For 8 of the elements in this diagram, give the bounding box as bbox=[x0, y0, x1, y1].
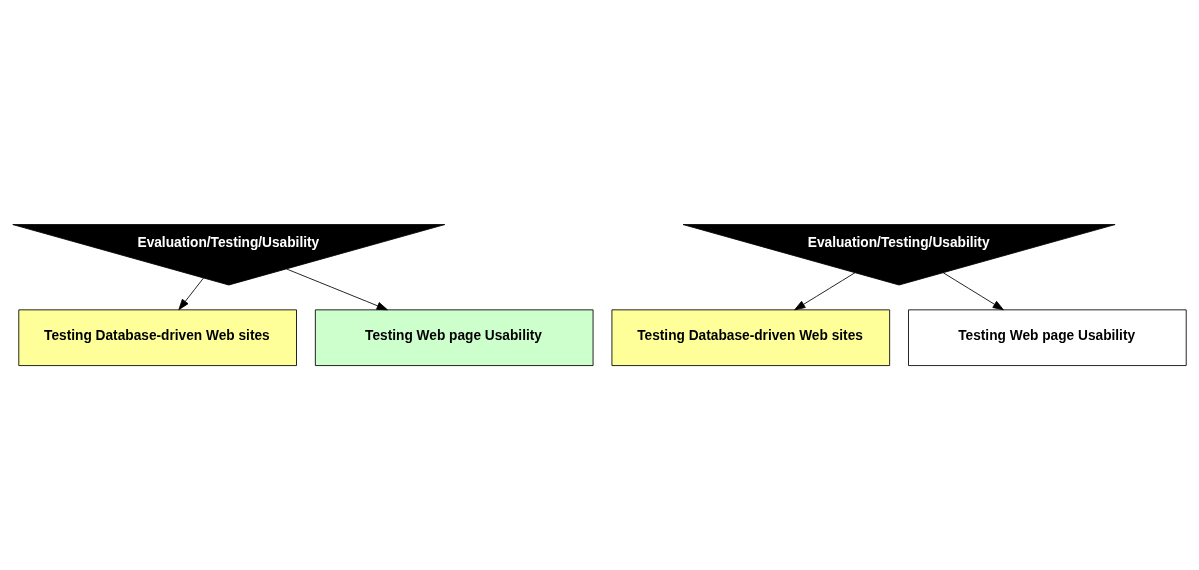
arrow bbox=[178, 277, 204, 311]
arrow bbox=[794, 272, 856, 311]
arrow bbox=[286, 268, 388, 311]
node-box: Testing Database-driven Web sites bbox=[611, 309, 891, 366]
node-box: Testing Database-driven Web sites bbox=[18, 309, 297, 366]
node-box: Testing Web page Usability bbox=[314, 309, 594, 366]
node-box: Testing Web page Usability bbox=[908, 309, 1187, 366]
arrow bbox=[942, 272, 1004, 311]
